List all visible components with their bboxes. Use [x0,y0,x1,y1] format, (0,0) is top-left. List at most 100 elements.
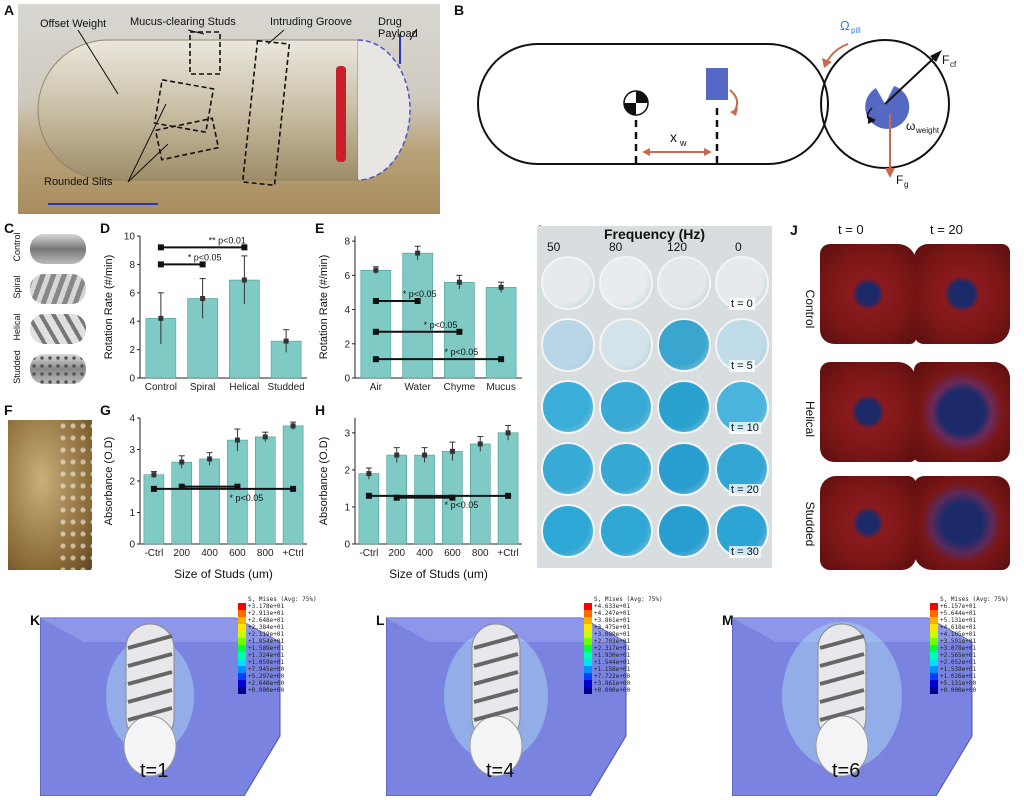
legend-swatch [584,624,592,631]
tissue-control-t20 [914,244,1010,344]
legend-value: +4.633e+01 [594,603,631,610]
legend-row: +5.131e+00 [930,680,1024,687]
legend-row: +4.105e+01 [930,631,1024,638]
legend-swatch [238,631,246,638]
omega-pill-symbol: Ω pill [840,18,861,35]
mean-marker [415,250,421,256]
x-tick-label: 200 [388,548,405,559]
mean-marker [241,277,247,283]
capsule-photo: Offset Weight Mucus-clearing Studs Intru… [18,4,440,214]
freq-50: 50 [547,240,561,254]
significance-label: * p<0.05 [445,347,479,357]
schematic-diagram: x w Ω pill F cf ω weight F g [477,18,957,189]
legend-title: S, Mises (Avg: 75%) [940,596,1009,603]
panel-label-k: K [30,612,41,628]
mean-marker [505,430,511,436]
panel-label-m: M [722,612,734,628]
omega-weight-subscript: weight [915,126,940,135]
capsule-spiral [30,274,86,304]
petri-dish [657,380,711,434]
y-axis-label: Absorbance (O.D) [318,437,330,526]
center-of-mass-icon [623,90,649,116]
panel-label-a: A [4,2,15,18]
legend-swatch [930,645,938,652]
significance-end [498,356,505,363]
legend-value: +3.861e+01 [594,617,631,624]
significance-label: * p<0.05 [424,320,458,330]
x-tick-label: +Ctrl [497,548,518,559]
legend-value: +1.158e+01 [594,666,631,673]
y-tick-label: 3 [344,428,350,439]
tissue-grid: t = 0 t = 20 Control Helical Studded [790,222,1024,572]
panel-label-e: E [315,220,325,236]
legend-row: +1.854e+01 [238,638,338,645]
significance-end [449,494,456,501]
legend-value: +3.178e+01 [248,603,285,610]
legend-value: +3.591e+01 [940,638,977,645]
y-tick-label: 0 [129,374,135,385]
weight-sector [865,86,910,129]
legend-row: +4.247e+01 [584,610,684,617]
legend-swatch [238,624,246,631]
legend-swatch [930,666,938,673]
bar [282,425,304,545]
legend-swatch [930,610,938,617]
legend-value: +1.026e+01 [940,673,977,680]
legend-value: +1.544e+01 [594,659,631,666]
mean-marker [290,423,296,429]
capsule-control [30,234,86,264]
legend-row: +0.000e+00 [584,687,684,694]
legend-title: S, Mises (Avg: 75%) [594,596,663,603]
y-axis-label: Rotation Rate (#/min) [103,255,115,360]
freq-120: 120 [667,240,688,254]
legend-swatch [930,624,938,631]
significance-end [157,261,164,268]
legend-row: +2.119e+01 [238,631,338,638]
legend-swatch [238,610,246,617]
x-tick-label: 600 [229,548,246,559]
xw-label: x [670,129,677,145]
legend-swatch [238,617,246,624]
legend-value: +5.644e+01 [940,610,977,617]
panel-label-b: B [454,2,465,18]
legend-row: +2.703e+01 [584,638,684,645]
capsule-helical [30,314,86,344]
j-time-20: t = 20 [930,222,963,237]
legend-row: +2.317e+01 [584,645,684,652]
fem-panel: t=4 S, Mises (Avg: 75%)+4.633e+01+4.247e+… [386,596,686,796]
legend-row: +4.633e+01 [584,603,684,610]
x-tick-label: +Ctrl [282,548,303,559]
label-offset-weight: Offset Weight [40,18,107,30]
fem-time-label: t=4 [486,760,515,782]
legend-value: +6.157e+01 [940,603,977,610]
significance-end [178,483,185,490]
legend-value: +4.105e+01 [940,631,977,638]
petri-dish [541,318,595,372]
legend-row: +5.297e+00 [238,673,338,680]
significance-end [365,492,372,499]
significance-end [414,298,421,305]
x-tick-label: Water [404,382,431,393]
panel-label-f: F [4,402,13,418]
fem-model [732,617,973,796]
legend-value: +2.648e+00 [248,680,285,687]
significance-end [393,494,400,501]
legend-row: +3.475e+01 [584,624,684,631]
legend-value: +2.119e+01 [248,631,285,638]
pill-outline [477,43,829,165]
bar [485,287,517,379]
panel-label-d: D [100,220,111,236]
omega-weight-label: ω [906,119,915,133]
x-tick-label: 800 [472,548,489,559]
j-row-helical: Helical [803,400,817,437]
y-tick-label: 0 [129,540,135,551]
panel-label-h: H [315,402,326,418]
legend-value: +3.861e+00 [594,680,631,687]
significance-end [150,485,157,492]
x-tick-label: Control [145,382,177,393]
legend-row: +2.913e+01 [238,610,338,617]
significance-end [505,492,512,499]
stud-pattern [58,420,92,570]
y-tick-label: 1 [344,502,350,513]
